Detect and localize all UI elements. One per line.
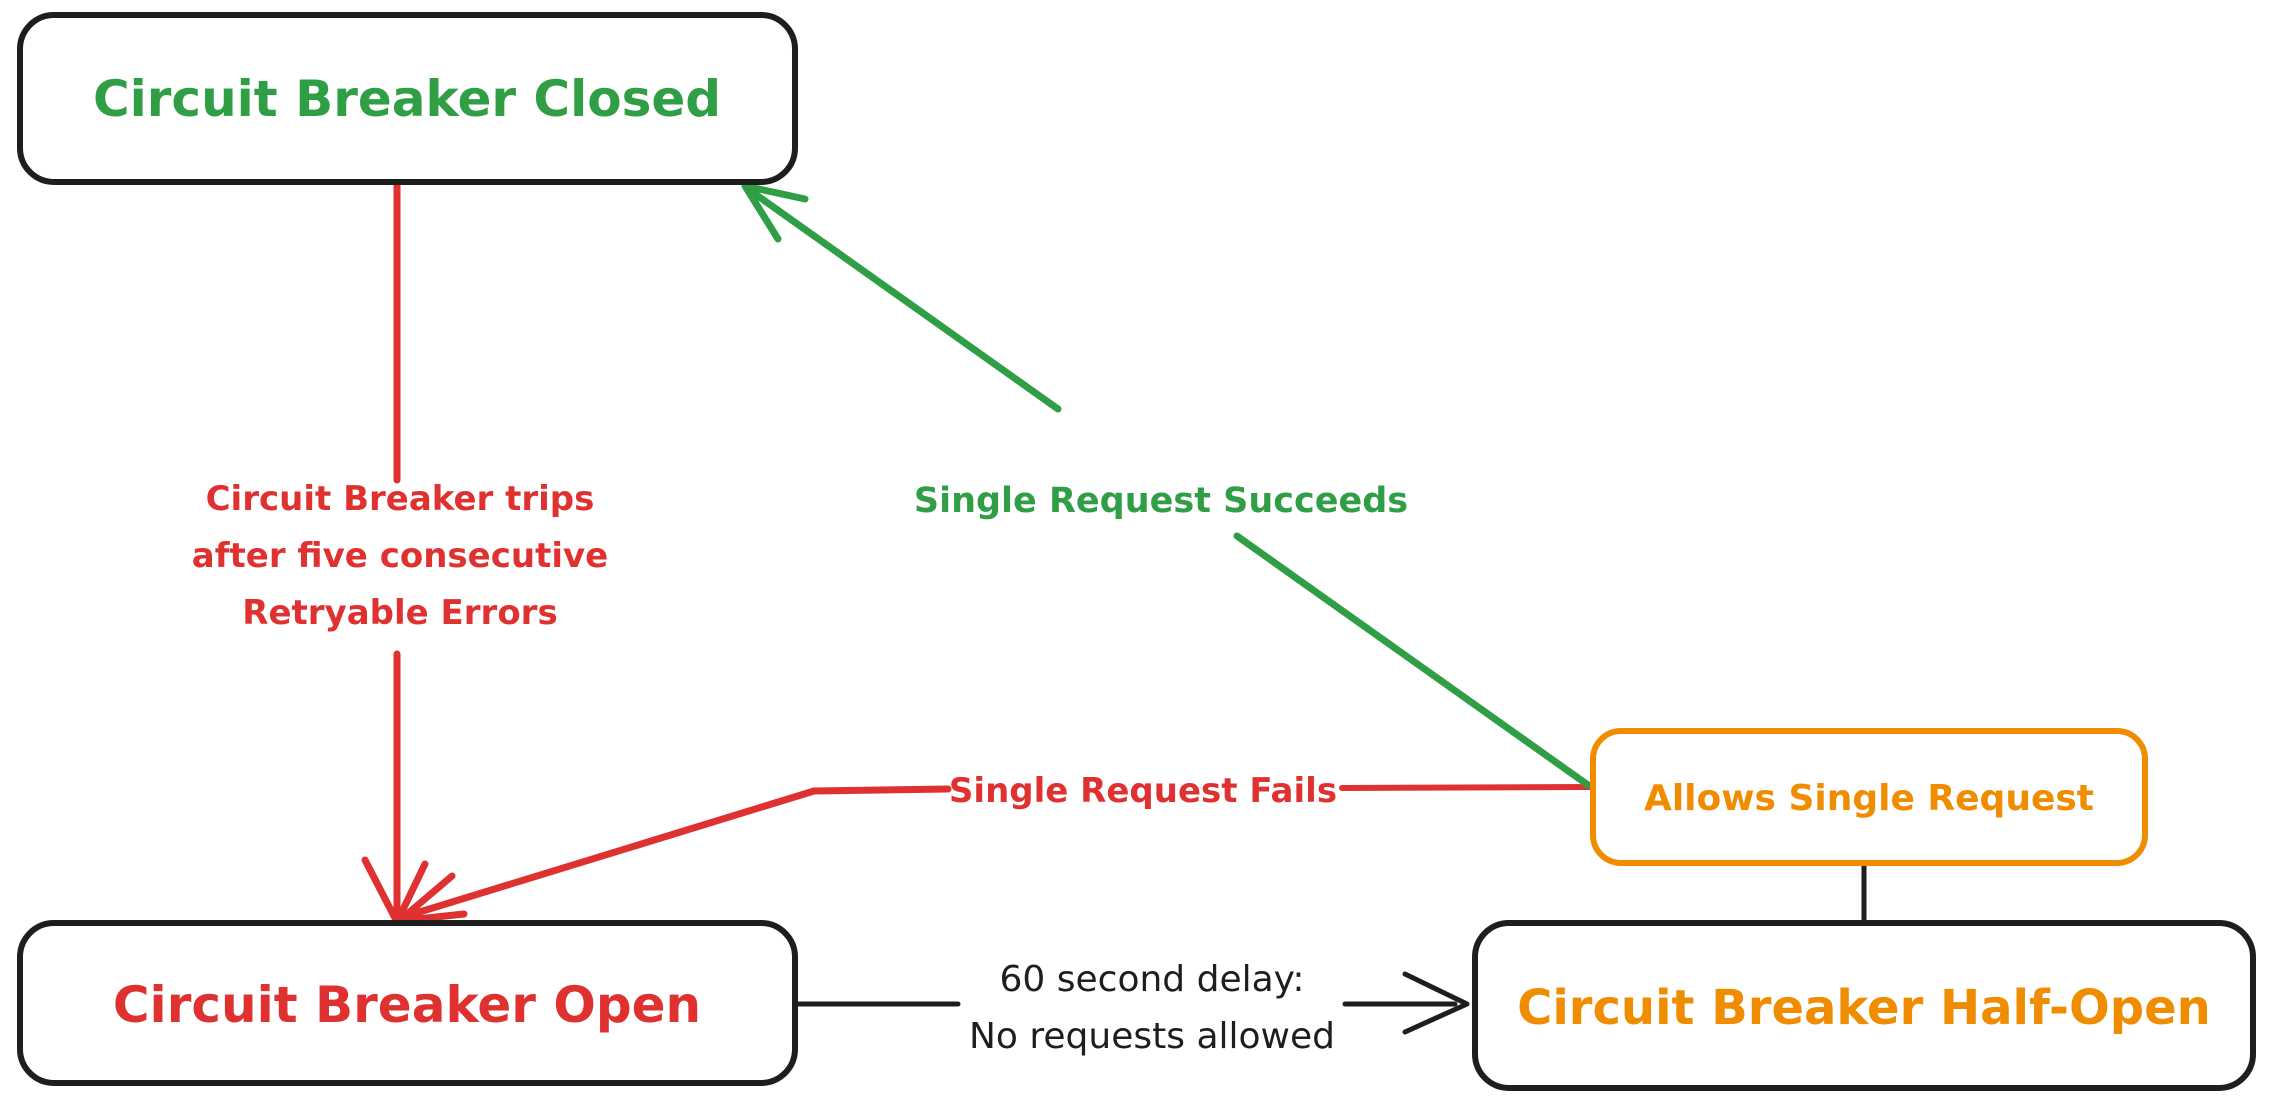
node-closed-label: Circuit Breaker Closed: [93, 70, 721, 128]
edge-trip-label-line3: Retryable Errors: [242, 593, 557, 633]
edge-trip-label-line2: after five consecutive: [192, 536, 608, 576]
edge-delay-arrowhead: [1402, 971, 1470, 1035]
node-open-box: [17, 920, 798, 1086]
edge-trip: Circuit Breaker trips after five consecu…: [192, 181, 608, 926]
edge-success-arrowhead: [741, 182, 809, 243]
node-half-open-label: Circuit Breaker Half-Open: [1517, 980, 2211, 1036]
node-allows-single-request: Allows Single Request: [1590, 728, 2148, 866]
edge-delay: 60 second delay: No requests allowed: [792, 959, 1470, 1057]
edge-trip-label-line1: Circuit Breaker trips: [206, 479, 595, 519]
edge-success-line-lower: [1233, 532, 1592, 789]
edge-trip-arrowhead: [361, 856, 429, 926]
edge-success-line-upper: [744, 185, 1062, 413]
edge-fail-arrowhead: [395, 872, 468, 925]
node-circuit-breaker-half-open: Circuit Breaker Half-Open: [1472, 920, 2256, 1091]
node-allows-box: [1590, 728, 2148, 866]
edge-delay-label-line1: 60 second delay:: [1000, 959, 1305, 1000]
node-closed-box: [17, 12, 798, 185]
edge-fail-line-diagonal: [396, 787, 818, 922]
edge-success-label: Single Request Succeeds: [914, 481, 1408, 521]
edge-fail-label: Single Request Fails: [949, 771, 1337, 811]
edge-fail-line-horizontal-left: [810, 785, 952, 795]
edge-fail: Single Request Fails: [395, 771, 1593, 925]
edge-fail-line-horizontal-right: [1339, 784, 1593, 791]
node-circuit-breaker-closed: Circuit Breaker Closed: [17, 12, 798, 185]
node-circuit-breaker-open: Circuit Breaker Open: [17, 920, 798, 1086]
edge-success: Single Request Succeeds: [741, 182, 1592, 789]
node-open-label: Circuit Breaker Open: [113, 976, 701, 1034]
node-allows-label: Allows Single Request: [1644, 778, 2094, 819]
node-half-open-box: [1472, 920, 2256, 1091]
edge-delay-label-line2: No requests allowed: [969, 1016, 1335, 1057]
